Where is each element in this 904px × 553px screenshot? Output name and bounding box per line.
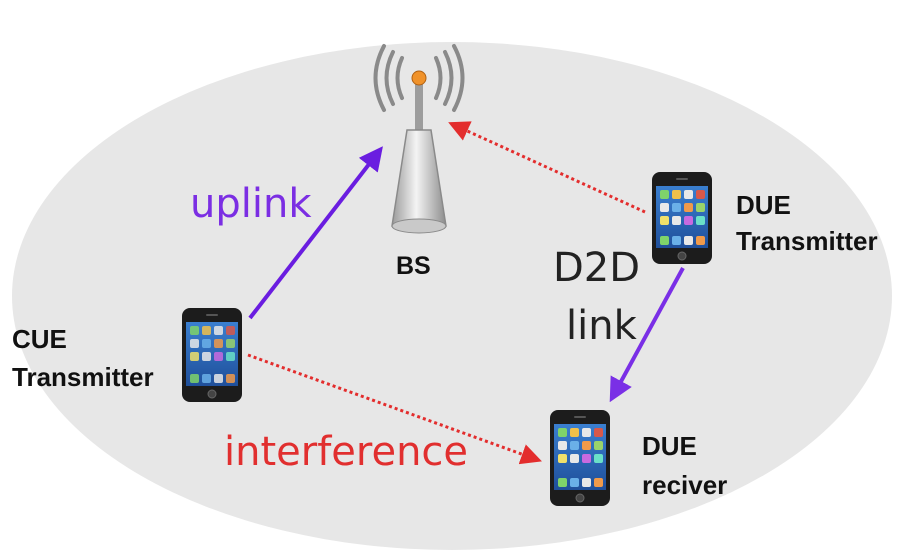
due-transmitter-label-line1: DUE [736, 190, 791, 220]
due-receiver-label-line2: reciver [642, 470, 728, 500]
uplink-arrow [248, 146, 383, 320]
interference-label: interference [224, 429, 469, 475]
d2d-label-line1: D2D [553, 245, 641, 291]
cue-transmitter-label-line2: Transmitter [12, 362, 154, 392]
due-transmitter-label-line2: Transmitter [736, 226, 878, 256]
smartphone-icon [550, 410, 610, 506]
smartphone-icon [652, 172, 712, 264]
due-receiver-label-line1: DUE [642, 431, 697, 461]
cell-tower-icon [373, 44, 465, 234]
smartphone-icon [182, 308, 242, 402]
coverage-area-ellipse [12, 42, 892, 550]
uplink-label: uplink [190, 181, 312, 227]
bs-label: BS [396, 252, 431, 280]
due-to-bs-interference-arrow [448, 121, 646, 214]
cue-transmitter-label-line1: CUE [12, 324, 67, 354]
d2d-link-arrow [609, 267, 685, 403]
d2d-label-line2: link [566, 303, 637, 349]
